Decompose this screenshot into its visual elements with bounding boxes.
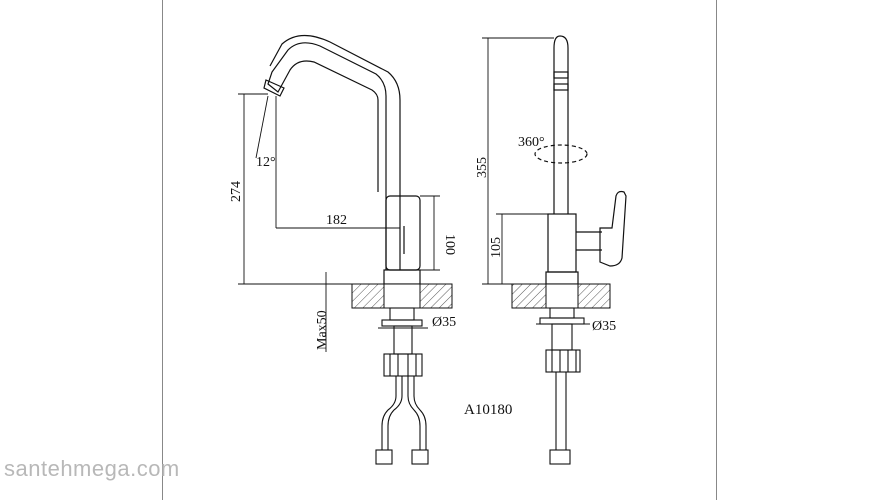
swivel-label: 360°	[518, 135, 545, 150]
model-number: A10180	[464, 402, 512, 418]
front-dimension-lines	[238, 93, 440, 352]
base-flange	[383, 269, 421, 285]
front-view	[263, 34, 421, 285]
shank-diameter-front-label: Ø35	[432, 315, 456, 330]
total-height-side-label: 355	[475, 157, 490, 178]
frame-left-border	[162, 0, 163, 500]
spout-reach-label: 182	[326, 213, 347, 228]
watermark: santehmega.com	[4, 456, 180, 481]
mounting-side	[539, 307, 585, 465]
mounting-front	[375, 307, 429, 465]
side-dimension-lines	[482, 37, 590, 325]
lever-height-label: 105	[489, 237, 504, 258]
countertop-side	[511, 283, 611, 309]
side-view	[534, 35, 627, 285]
body-height-label: 100	[442, 234, 457, 255]
spout-outline	[267, 42, 387, 270]
shank-diameter-side-label: Ø35	[592, 319, 616, 334]
faucet-body	[385, 195, 421, 271]
side-lever	[599, 190, 627, 267]
total-height-front-label: 274	[229, 181, 244, 202]
swivel-indicator	[534, 144, 588, 164]
max-thickness-label: Max50	[315, 310, 330, 350]
countertop-front	[351, 283, 453, 309]
frame-right-border	[716, 0, 717, 500]
side-spout	[553, 35, 569, 214]
aerator	[263, 79, 285, 97]
side-body	[547, 213, 577, 273]
spout-angle-label: 12°	[256, 155, 276, 170]
